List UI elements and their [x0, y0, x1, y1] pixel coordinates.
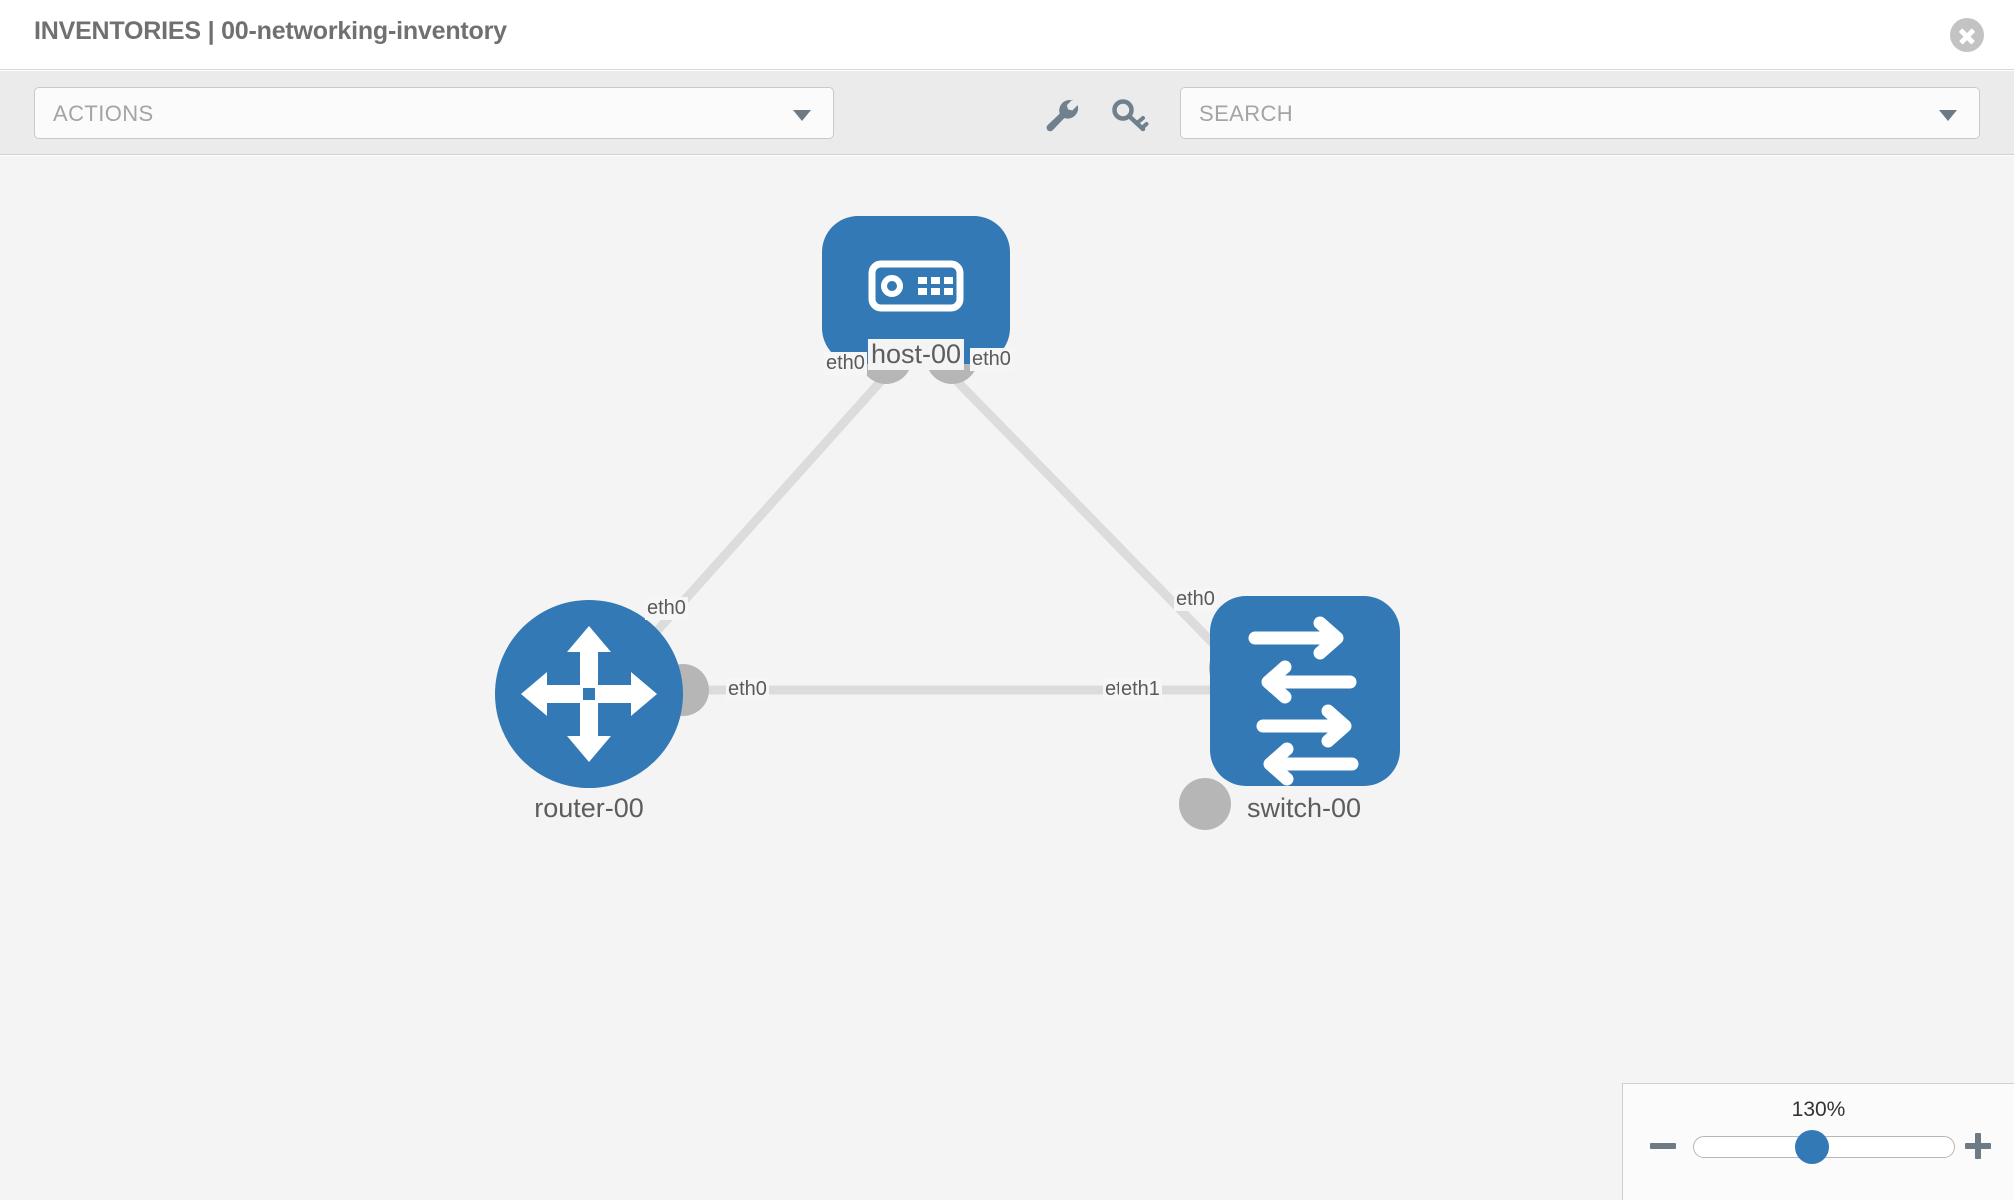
key-icon[interactable] [1110, 97, 1150, 133]
node-label-switch-00: switch-00 [1243, 793, 1365, 824]
link-host00-switch00[interactable] [943, 367, 1249, 680]
node-router-00[interactable] [495, 600, 683, 788]
zoom-level-value: 130% [1791, 1098, 1846, 1121]
page-header: INVENTORIES | 00-networking-inventory [0, 0, 2014, 70]
topology-links [608, 367, 1249, 695]
toolbar: ACTIONS SEARCH [0, 71, 2014, 155]
search-input-placeholder: SEARCH [1199, 101, 1294, 126]
page-title: INVENTORIES | 00-networking-inventory [34, 17, 507, 45]
node-switch-00[interactable] [1210, 596, 1400, 786]
edge-label-host00-left: eth0 [824, 352, 867, 375]
edge-label-switch00-left: eth1 [1119, 678, 1162, 701]
zoom-control: 130% [1622, 1083, 2014, 1200]
switch-arrows-icon [1248, 616, 1359, 786]
link-host00-router00[interactable] [608, 367, 894, 685]
edge-label-switch00-up: eth0 [1174, 588, 1217, 611]
close-icon[interactable] [1950, 18, 1984, 52]
server-icon [868, 260, 964, 312]
topology-canvas[interactable]: host-00 router-00 switch-00 eth0 eth0 et… [0, 156, 2014, 1200]
edge-label-router00-right: eth0 [726, 678, 769, 701]
plus-icon[interactable] [1963, 1131, 1993, 1161]
edge-label-host00-right: eth0 [970, 348, 1013, 371]
wrench-icon[interactable] [1043, 97, 1083, 133]
plus-icon-stroke-v [1975, 1133, 1981, 1159]
node-label-host-00: host-00 [867, 339, 965, 370]
zoom-slider-thumb[interactable] [1795, 1130, 1829, 1164]
node-host-00-shape[interactable] [822, 216, 1010, 364]
minus-icon-stroke [1650, 1143, 1676, 1149]
node-host-00[interactable] [822, 216, 1010, 364]
topology-graph [495, 216, 1400, 830]
node-label-router-00: router-00 [531, 793, 647, 824]
chevron-down-icon [793, 110, 811, 121]
router-arrows-icon [521, 626, 657, 762]
actions-dropdown-label: ACTIONS [53, 101, 154, 126]
node-router-00-shape[interactable] [495, 600, 683, 788]
search-dropdown[interactable]: SEARCH [1180, 87, 1980, 139]
minus-icon[interactable] [1648, 1131, 1678, 1161]
actions-dropdown[interactable]: ACTIONS [34, 87, 834, 139]
edge-label-router00-up: eth0 [645, 597, 688, 620]
connector-switch00-left[interactable] [1179, 778, 1231, 830]
topology-connectors [657, 332, 1261, 830]
chevron-down-icon [1939, 110, 1957, 121]
